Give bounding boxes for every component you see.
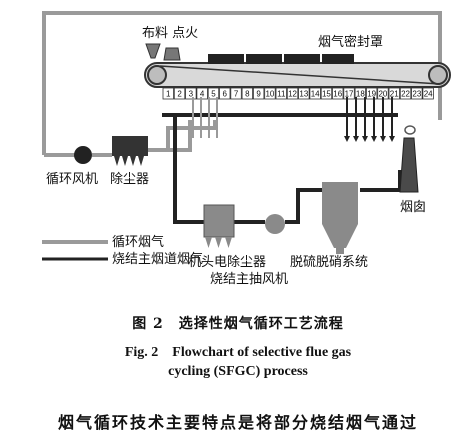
body-paragraph: 烟气循环技术主要特点是将部分烧结烟气通过 [58, 413, 419, 432]
wind-box [411, 87, 423, 100]
wind-box-number: 17 [345, 90, 354, 99]
wind-box [320, 87, 333, 100]
esp-label: 机头电除尘器 [188, 255, 267, 270]
flue-hood-label: 烟气密封罩 [318, 35, 384, 50]
wind-box [399, 87, 412, 100]
wind-box-number: 13 [299, 90, 308, 99]
wind-box-number: 19 [367, 90, 376, 99]
wind-box-number: 18 [356, 90, 365, 99]
figure-caption-en-line2: cycling (SFGC) process [168, 364, 308, 379]
main-flue-to-chimney [360, 170, 402, 192]
wind-box-number: 4 [200, 90, 205, 99]
strand-tail-wheel [428, 65, 448, 85]
sinter-machine [144, 43, 451, 88]
wind-box-number: 6 [223, 90, 228, 99]
wind-box [162, 87, 174, 100]
recycle-downtakes [192, 97, 218, 138]
main-fan-label: 烧结主抽风机 [210, 272, 289, 287]
wind-box [219, 87, 231, 100]
wind-box [388, 87, 400, 100]
wind-box-number: 8 [245, 90, 250, 99]
downtake-arrows [344, 136, 395, 142]
wind-box-number: 24 [424, 90, 433, 99]
wind-box [343, 87, 355, 100]
wind-box [264, 87, 276, 100]
wind-box-number: 9 [256, 90, 261, 99]
flue-hood-part-3 [284, 54, 320, 64]
chimney-label: 烟囱 [400, 200, 427, 215]
wind-box-number: 15 [322, 90, 331, 99]
wind-box-number: 10 [265, 90, 274, 99]
wind-box [230, 87, 242, 100]
wind-box [354, 87, 367, 100]
wind-box-number: 3 [189, 90, 194, 99]
legend-main-label: 烧结主烟道烟气 [112, 252, 204, 267]
wind-box-number: 16 [333, 90, 342, 99]
circulation-fan-label: 循环风机 [46, 172, 99, 187]
chimney-smoke [404, 125, 416, 135]
recycle-top-loop [42, 11, 442, 155]
flue-hood-part-1 [208, 54, 244, 64]
wind-box-number: 22 [401, 90, 410, 99]
recycle-gas-lines [42, 11, 442, 157]
wind-box [185, 87, 197, 100]
figure-caption-en-line1: Fig. 2 Flowchart of selective flue gas [124, 345, 352, 360]
main-fan-icon [265, 214, 285, 234]
ignition-hood-icon [163, 47, 181, 61]
esp-icon [203, 204, 235, 248]
strand-head-wheel [147, 65, 167, 85]
dust-collector-icon [112, 136, 148, 166]
wind-box [332, 87, 344, 100]
wind-box [298, 87, 310, 100]
circulation-fan-icon [74, 146, 92, 164]
dust-collector-label: 除尘器 [110, 172, 150, 187]
wind-box-number: 2 [177, 90, 182, 99]
chimney-icon [399, 137, 419, 193]
recycle-collector-up [166, 120, 217, 150]
bed-slope-line [159, 65, 441, 85]
wind-box-number: 23 [412, 90, 421, 99]
wind-box [309, 87, 321, 100]
flue-hood-part-4 [322, 54, 354, 64]
wind-box-number: 7 [234, 90, 239, 99]
wind-box [173, 87, 186, 100]
wind-box-number: 12 [288, 90, 297, 99]
flue-hood-part-2 [246, 54, 282, 64]
wind-box [275, 87, 287, 100]
main-flue-fan-to-desulf [285, 188, 322, 224]
wind-box [286, 87, 299, 100]
main-flue-down [173, 115, 205, 224]
feed-hopper-icon [145, 43, 161, 59]
desulf-label: 脱硫脱硝系统 [290, 255, 369, 270]
legend-recycle-label: 循环烟气 [112, 235, 165, 250]
figure-caption-cn: 图 2 选择性烟气循环工艺流程 [132, 316, 344, 332]
wind-box-number: 20 [378, 90, 387, 99]
wind-box [207, 87, 220, 100]
wind-box-number: 5 [211, 90, 216, 99]
wind-box [252, 87, 265, 100]
wind-box-number: 11 [277, 90, 286, 99]
wind-box [365, 87, 378, 100]
wind-box-number: 14 [311, 90, 320, 99]
wind-box-number: 21 [390, 90, 399, 99]
wind-box-number: 1 [166, 90, 171, 99]
feed-ignite-label: 布料 点火 [142, 26, 199, 41]
wind-box [422, 87, 434, 100]
main-downtakes [346, 97, 393, 140]
wind-box [196, 87, 208, 100]
wind-box [241, 87, 254, 100]
desulf-tower-icon [322, 182, 358, 254]
